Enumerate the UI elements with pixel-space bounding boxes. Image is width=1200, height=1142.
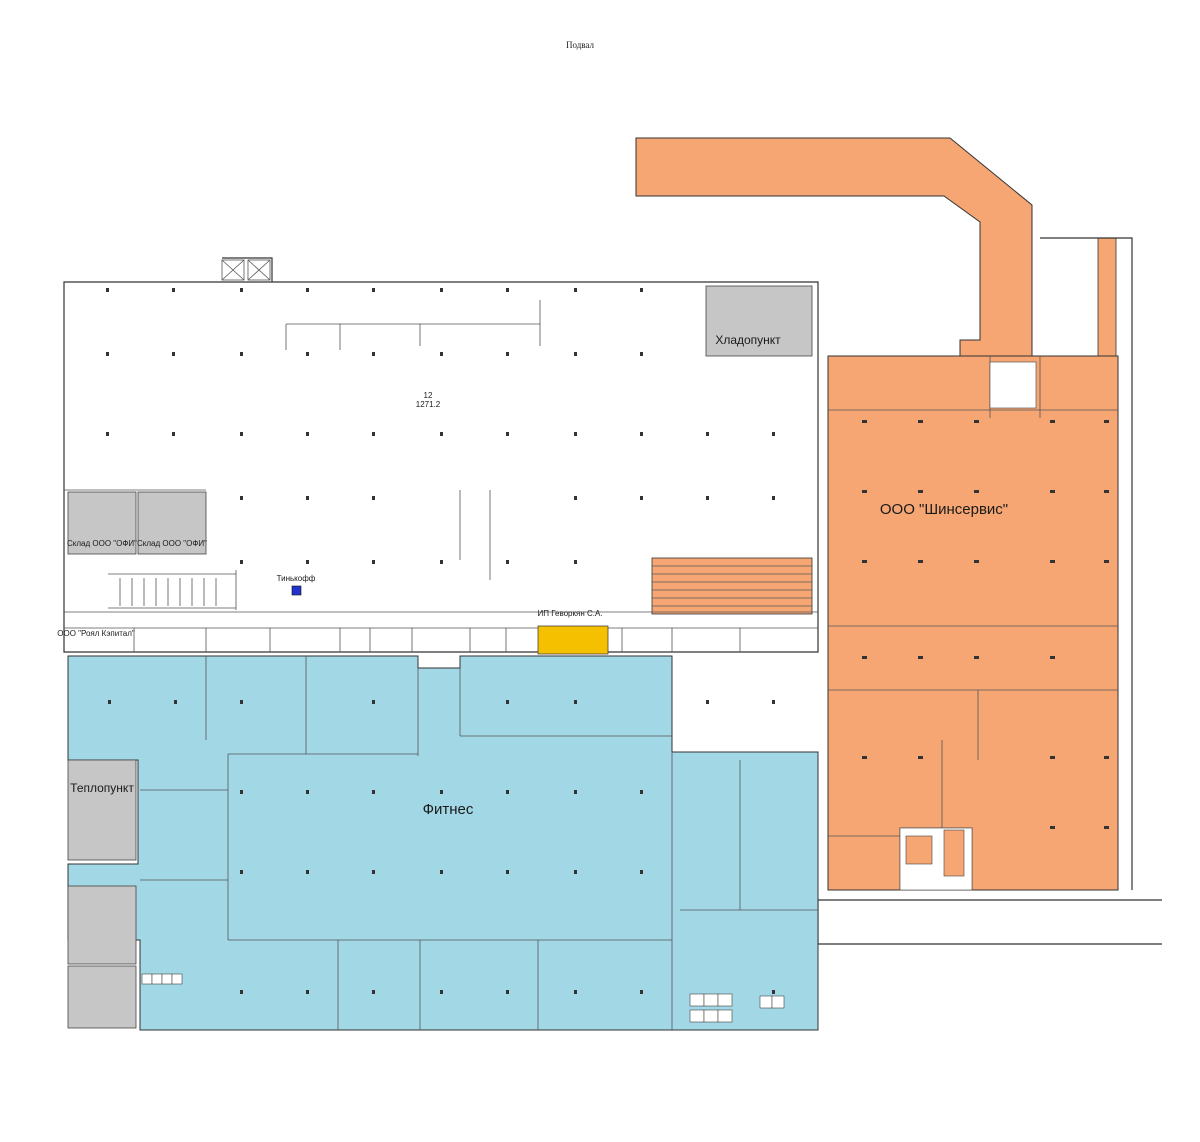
- ooo-small-label: ООО "Роял Кэпитал": [57, 629, 135, 638]
- ip-gevorkyan-label: ИП Геворкян С.А.: [537, 609, 602, 618]
- fitness-label: Фитнес: [423, 801, 474, 818]
- cold-point-room: [705, 285, 813, 357]
- warehouse-right: [137, 491, 207, 555]
- shinservis-main: [827, 355, 1119, 891]
- shinservis-label: ООО "Шинсервис": [880, 501, 1008, 518]
- warehouse-right-label: Склад ООО "ОФИ": [137, 539, 207, 548]
- stairwell-icons: [221, 259, 271, 281]
- right-small-strip: [1097, 237, 1117, 357]
- heat-point-label: Теплопункт: [70, 781, 134, 795]
- main-hall-area: 1271.2: [416, 400, 441, 409]
- ip-gevorkyan-room: [537, 625, 609, 655]
- warehouse-left-label: Склад ООО "ОФИ": [67, 539, 137, 548]
- tinkoff-label: Тинькофф: [277, 574, 316, 583]
- restroom-block: [141, 973, 785, 1023]
- gray-room-3: [67, 965, 137, 1029]
- main-hall: 12 1271.2: [63, 257, 819, 653]
- heat-point-room: [67, 759, 137, 861]
- fitness-zone: [67, 655, 819, 1031]
- warehouse-left: [67, 491, 137, 555]
- shinservis-zone: [635, 137, 1162, 945]
- cold-point-label: Хладопункт: [715, 333, 781, 347]
- tinkoff-marker: [291, 585, 302, 596]
- plan-title: Подвал: [566, 40, 595, 50]
- fitness-main: [67, 655, 819, 1031]
- main-hall-number: 12: [424, 391, 433, 400]
- gray-room-2: [67, 885, 137, 965]
- top-corridor: [635, 137, 1033, 359]
- ramp: [651, 557, 813, 615]
